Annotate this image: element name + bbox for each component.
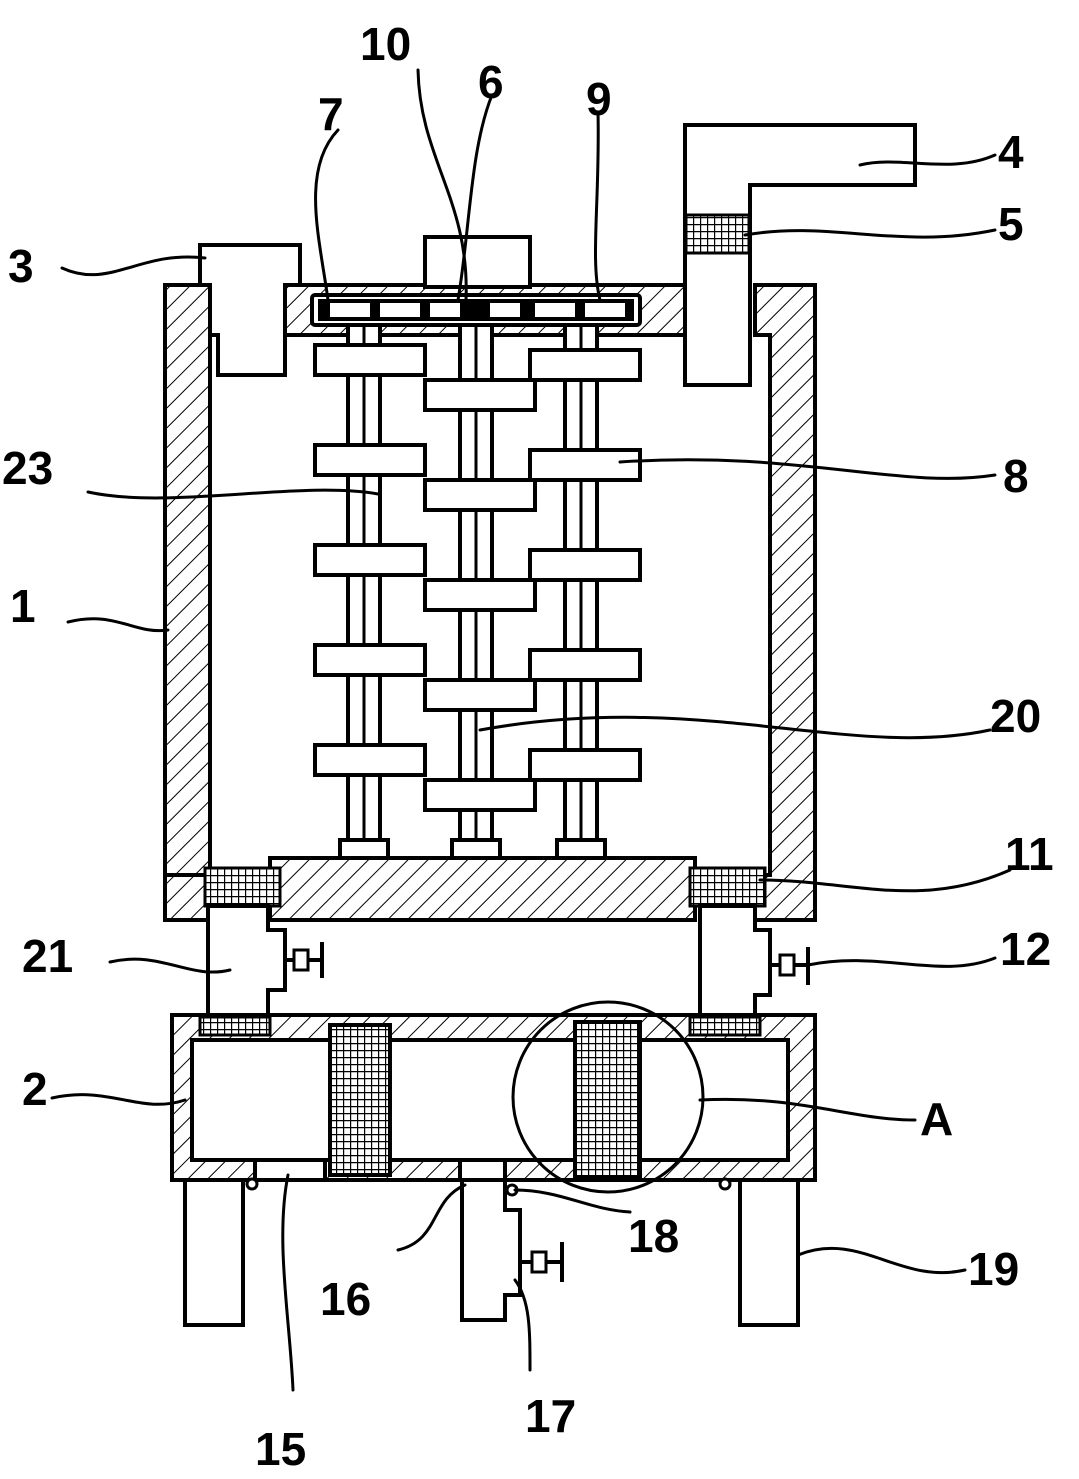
screen-left xyxy=(203,866,282,908)
label-1: 1 xyxy=(10,580,36,632)
label-2: 2 xyxy=(22,1063,48,1115)
leader-lines xyxy=(50,68,1012,1392)
label-4: 4 xyxy=(998,126,1024,178)
label-10: 10 xyxy=(360,18,411,70)
label-9: 9 xyxy=(586,73,612,125)
label-20: 20 xyxy=(990,690,1041,742)
label-8: 8 xyxy=(1003,450,1029,502)
label-11: 11 xyxy=(1005,828,1054,880)
screen-right xyxy=(688,866,767,908)
label-5: 5 xyxy=(998,198,1024,250)
label-18: 18 xyxy=(628,1210,679,1262)
exhaust-pipe xyxy=(683,123,917,387)
detail-circle-a xyxy=(511,1000,705,1194)
lower-box xyxy=(170,1013,817,1182)
crushing-shafts xyxy=(313,323,642,860)
label-7: 7 xyxy=(318,88,344,140)
label-23: 23 xyxy=(2,442,53,494)
gear-train xyxy=(310,293,642,327)
label-a: A xyxy=(920,1093,953,1145)
bottom-plate xyxy=(268,856,697,922)
label-19: 19 xyxy=(968,1243,1019,1295)
reference-labels: 3 23 1 21 2 7 10 6 9 4 5 8 20 11 12 A 18… xyxy=(2,18,1054,1475)
label-15: 15 xyxy=(255,1423,306,1475)
left-pipe xyxy=(206,904,324,1017)
label-3: 3 xyxy=(8,240,34,292)
label-16: 16 xyxy=(320,1273,371,1325)
feed-inlet xyxy=(198,243,302,377)
label-6: 6 xyxy=(478,56,504,108)
label-12: 12 xyxy=(1000,923,1051,975)
right-pipe xyxy=(698,904,810,1017)
filter-screen xyxy=(684,213,751,255)
bottom-outlet xyxy=(460,1178,564,1322)
motor xyxy=(423,235,532,289)
legs xyxy=(183,1177,800,1327)
label-21: 21 xyxy=(22,930,73,982)
label-17: 17 xyxy=(525,1390,576,1442)
